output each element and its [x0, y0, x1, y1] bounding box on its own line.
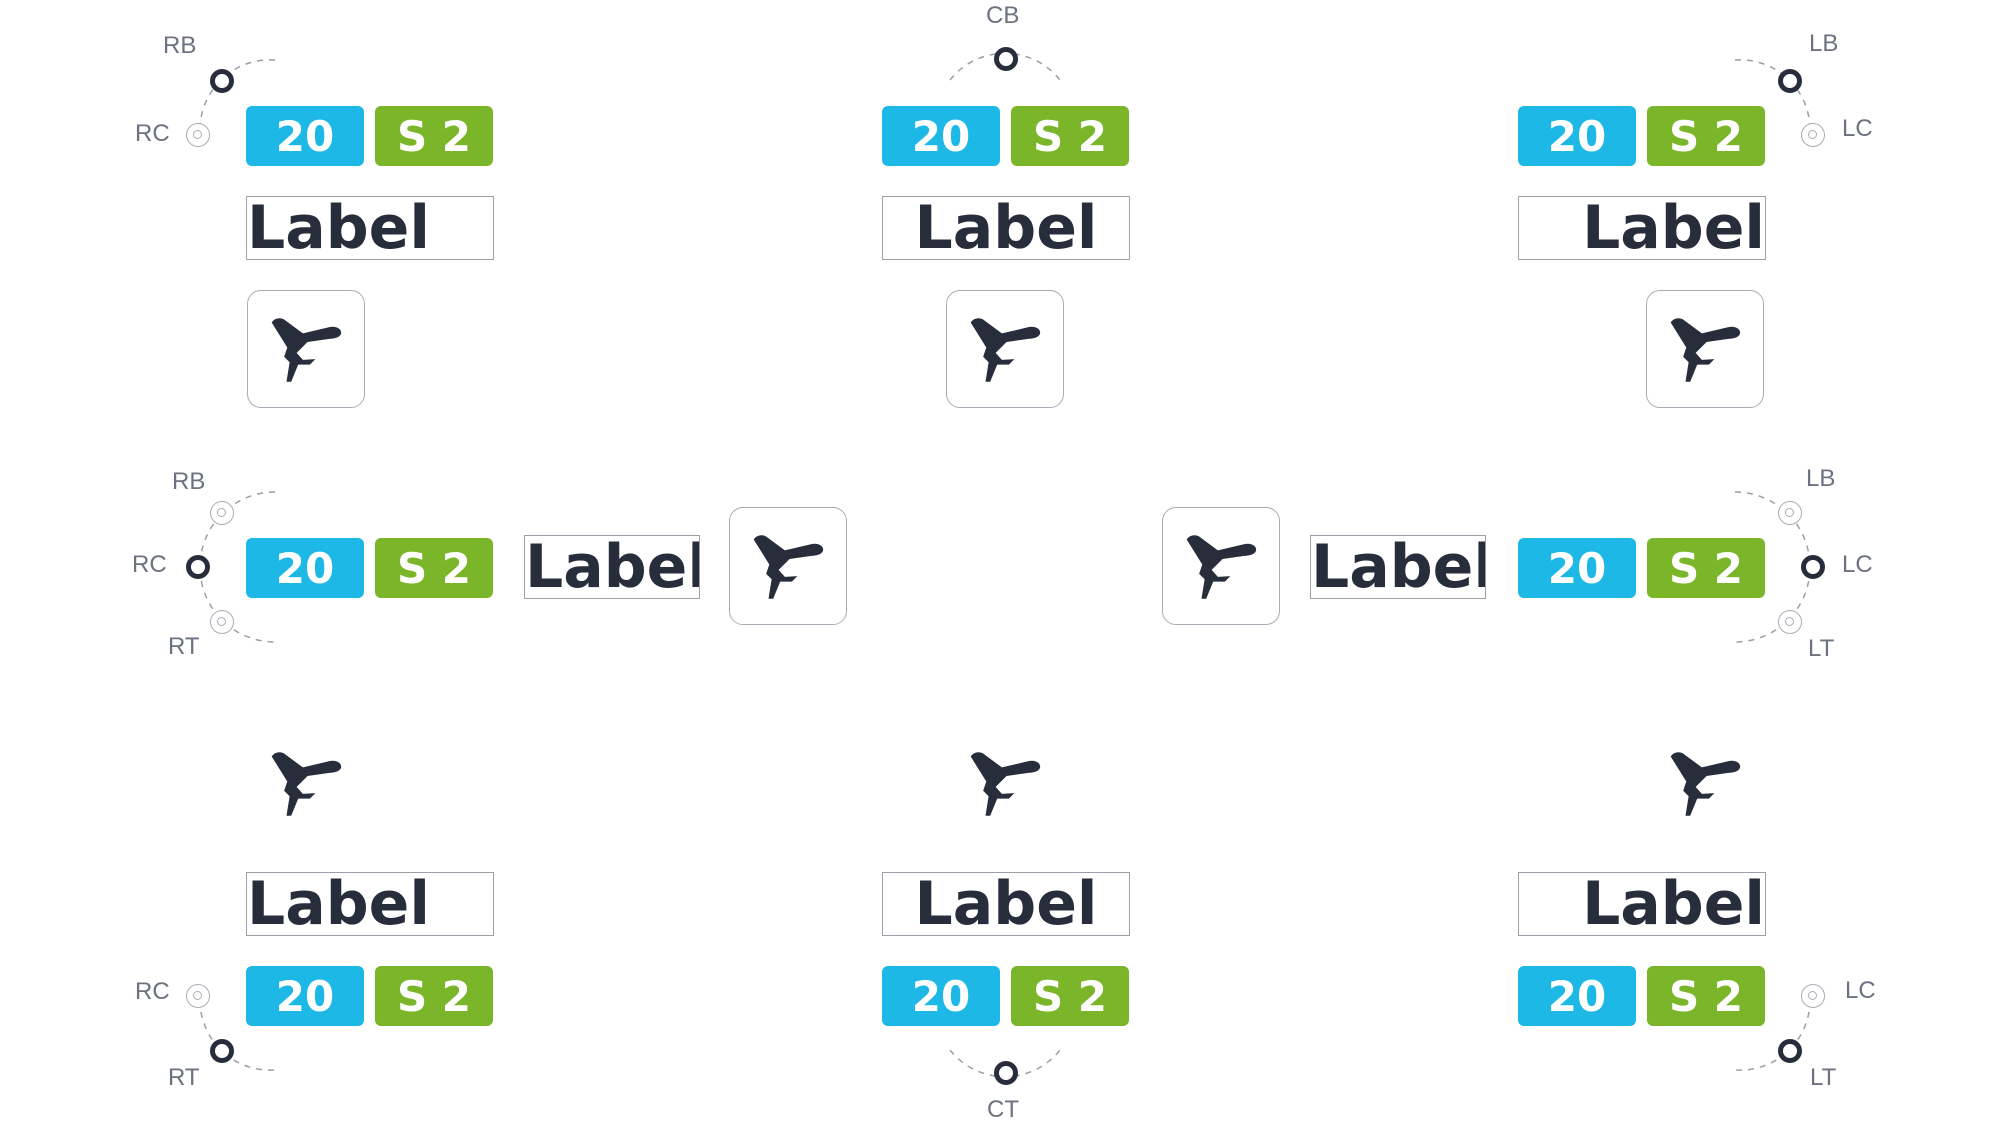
- anchor-point-inactive[interactable]: [1778, 501, 1802, 525]
- anchor-label-lc: LC: [1845, 977, 1876, 1004]
- anchor-label-rb: RB: [163, 32, 197, 59]
- icon-box[interactable]: [247, 290, 365, 408]
- label-box: Label: [246, 872, 494, 936]
- number-badge: 20: [246, 538, 364, 598]
- anchor-point-active[interactable]: [210, 1039, 234, 1063]
- airplane-icon: [749, 527, 827, 605]
- icon-bare[interactable]: [247, 724, 365, 842]
- route-badge: S 2: [375, 538, 493, 598]
- anchor-point-active[interactable]: [186, 555, 210, 579]
- number-badge: 20: [246, 966, 364, 1026]
- route-badge: S 2: [1011, 966, 1129, 1026]
- label-box: Label: [882, 872, 1130, 936]
- anchor-label-lc: LC: [1842, 551, 1873, 578]
- number-badge: 20: [1518, 106, 1636, 166]
- anchor-label-lb: LB: [1809, 30, 1839, 57]
- anchor-point-inactive[interactable]: [186, 123, 210, 147]
- number-badge: 20: [246, 106, 364, 166]
- anchor-label-rb: RB: [172, 468, 206, 495]
- anchor-label-lc: LC: [1842, 115, 1873, 142]
- airplane-icon: [966, 310, 1044, 388]
- anchor-point-active[interactable]: [1801, 555, 1825, 579]
- label-box: Label: [1518, 196, 1766, 260]
- anchor-point-inactive[interactable]: [186, 984, 210, 1008]
- anchor-label-rt: RT: [168, 633, 200, 660]
- anchor-point-inactive[interactable]: [210, 610, 234, 634]
- number-badge: 20: [882, 106, 1000, 166]
- number-badge: 20: [882, 966, 1000, 1026]
- label-box: Label: [1310, 535, 1486, 599]
- route-badge: S 2: [1011, 106, 1129, 166]
- anchor-point-active[interactable]: [994, 1061, 1018, 1085]
- airplane-icon: [267, 744, 345, 822]
- label-box: Label: [1518, 872, 1766, 936]
- icon-box[interactable]: [946, 290, 1064, 408]
- anchor-point-active[interactable]: [994, 47, 1018, 71]
- route-badge: S 2: [375, 106, 493, 166]
- anchor-label-lt: LT: [1810, 1064, 1837, 1091]
- number-badge: 20: [1518, 538, 1636, 598]
- route-badge: S 2: [375, 966, 493, 1026]
- anchor-label-lt: LT: [1808, 635, 1835, 662]
- anchor-label-cb: CB: [986, 2, 1020, 29]
- icon-bare[interactable]: [1646, 724, 1764, 842]
- anchor-point-active[interactable]: [210, 69, 234, 93]
- anchor-label-rc: RC: [135, 120, 170, 147]
- anchor-label-rc: RC: [135, 978, 170, 1005]
- icon-box[interactable]: [729, 507, 847, 625]
- anchor-label-rc: RC: [132, 551, 167, 578]
- airplane-icon: [966, 744, 1044, 822]
- label-box: Label: [246, 196, 494, 260]
- route-badge: S 2: [1647, 966, 1765, 1026]
- airplane-icon: [1666, 744, 1744, 822]
- icon-box[interactable]: [1162, 507, 1280, 625]
- anchor-point-inactive[interactable]: [1801, 984, 1825, 1008]
- anchor-label-rt: RT: [168, 1064, 200, 1091]
- anchor-label-lb: LB: [1806, 465, 1836, 492]
- route-badge: S 2: [1647, 538, 1765, 598]
- airplane-icon: [1182, 527, 1260, 605]
- icon-bare[interactable]: [946, 724, 1064, 842]
- anchor-point-active[interactable]: [1778, 1039, 1802, 1063]
- anchor-label-ct: CT: [987, 1096, 1019, 1123]
- anchor-point-active[interactable]: [1778, 69, 1802, 93]
- label-box: Label: [882, 196, 1130, 260]
- route-badge: S 2: [1647, 106, 1765, 166]
- anchor-point-inactive[interactable]: [1778, 610, 1802, 634]
- anchor-point-inactive[interactable]: [210, 501, 234, 525]
- label-box: Label: [524, 535, 700, 599]
- airplane-icon: [1666, 310, 1744, 388]
- number-badge: 20: [1518, 966, 1636, 1026]
- anchor-point-inactive[interactable]: [1801, 123, 1825, 147]
- airplane-icon: [267, 310, 345, 388]
- icon-box[interactable]: [1646, 290, 1764, 408]
